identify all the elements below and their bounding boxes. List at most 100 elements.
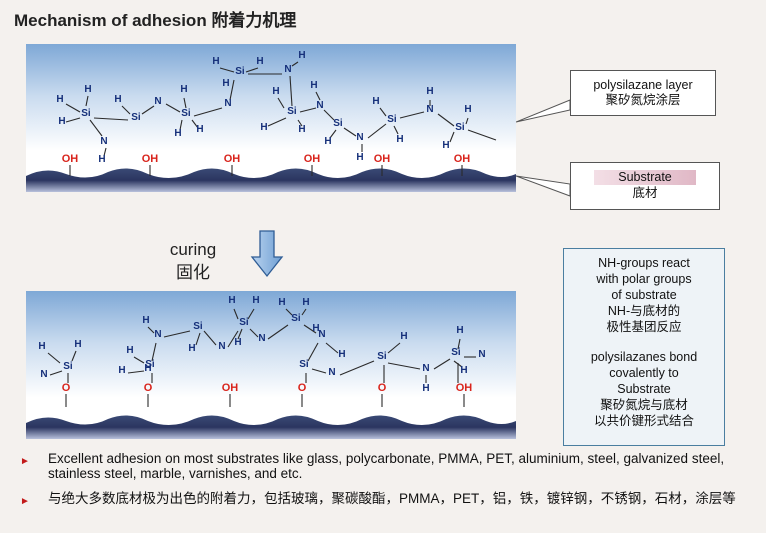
silicon-atom: Si bbox=[193, 321, 203, 332]
oxygen-atom: O bbox=[62, 382, 71, 394]
hydrogen-atom: H bbox=[222, 78, 229, 89]
nitrogen-atom: N bbox=[328, 367, 335, 378]
hydrogen-atom: H bbox=[396, 134, 403, 145]
bond-line bbox=[65, 117, 81, 123]
nitrogen-atom: N bbox=[422, 363, 429, 374]
substrate-label-cn: 底材 bbox=[632, 186, 658, 200]
hydrogen-atom: H bbox=[56, 94, 63, 105]
hydrogen-atom: H bbox=[84, 84, 91, 95]
bond-line bbox=[193, 107, 223, 117]
bond-line bbox=[93, 117, 129, 121]
nitrogen-atom: N bbox=[100, 136, 107, 147]
polysilazane-layer-callout: polysilazane layer 聚矽氮烷涂层 bbox=[570, 70, 716, 116]
bond-line bbox=[343, 127, 357, 137]
hydrogen-atom: H bbox=[142, 315, 149, 326]
bond-line bbox=[85, 95, 89, 107]
bond-line bbox=[323, 109, 335, 121]
bond-line bbox=[249, 328, 259, 338]
hydroxyl-group: OH bbox=[222, 382, 239, 394]
bond-line bbox=[311, 368, 327, 374]
bond-line bbox=[299, 107, 317, 113]
substrate-callout-tail bbox=[516, 175, 571, 197]
silicon-atom: Si bbox=[333, 118, 343, 129]
bond-line bbox=[449, 131, 455, 143]
hydrogen-atom: H bbox=[114, 94, 121, 105]
hydrogen-atom: H bbox=[464, 104, 471, 115]
hydroxyl-group: OH bbox=[454, 153, 471, 165]
bullet-text-en: Excellent adhesion on most substrates li… bbox=[48, 451, 725, 481]
bond-line bbox=[285, 308, 293, 316]
hydrogen-atom: H bbox=[422, 383, 429, 394]
bond-line bbox=[379, 107, 387, 117]
bond-line bbox=[163, 330, 191, 338]
info-line: 以共价键形式结合 bbox=[593, 414, 694, 428]
hydrogen-atom: H bbox=[58, 116, 65, 127]
bond-line bbox=[203, 330, 217, 346]
hydrogen-atom: H bbox=[260, 122, 267, 133]
silicon-atom: Si bbox=[455, 122, 465, 133]
bond-line bbox=[233, 308, 239, 320]
polysilazane-chain-before bbox=[65, 61, 497, 176]
layer-background-cured bbox=[26, 291, 516, 439]
info-line: covalently to bbox=[609, 366, 679, 380]
bond-line bbox=[367, 123, 387, 139]
silicon-atom: Si bbox=[235, 66, 245, 77]
bond-line bbox=[229, 79, 235, 101]
bond-line bbox=[191, 119, 199, 129]
hydrogen-atom: H bbox=[312, 323, 319, 334]
bond-line bbox=[437, 113, 455, 127]
layer-label-cn: 聚矽氮烷涂层 bbox=[605, 93, 681, 107]
bullet-triangle-icon: ► bbox=[20, 496, 30, 507]
oxygen-atom: O bbox=[378, 382, 387, 394]
bond-line bbox=[121, 105, 131, 115]
bond-line bbox=[339, 360, 375, 376]
silicon-atom: Si bbox=[387, 114, 397, 125]
substrate-callout: Substrate 底材 bbox=[570, 162, 720, 210]
bond-line bbox=[183, 97, 187, 109]
hydroxyl-group: OH bbox=[456, 382, 473, 394]
bond-line bbox=[47, 352, 61, 364]
substrate-surface-cured bbox=[26, 415, 516, 439]
hydrogen-atom: H bbox=[356, 152, 363, 163]
hydrogen-atom: H bbox=[98, 154, 105, 165]
bond-line bbox=[393, 125, 399, 135]
oxygen-atom: O bbox=[298, 382, 307, 394]
hydrogen-atom: H bbox=[196, 124, 203, 135]
hydrogen-atom: H bbox=[442, 140, 449, 151]
hydrogen-atom: H bbox=[372, 96, 379, 107]
bond-line bbox=[267, 117, 287, 127]
down-arrow-icon bbox=[250, 230, 284, 278]
nitrogen-atom: N bbox=[426, 104, 433, 115]
silicon-atom: Si bbox=[239, 317, 249, 328]
hydroxyl-group: OH bbox=[142, 153, 159, 165]
bond-line bbox=[467, 129, 497, 141]
curing-en: curing bbox=[169, 240, 217, 259]
hydrogen-atom: H bbox=[298, 124, 305, 135]
hydrogen-atom: H bbox=[298, 50, 305, 61]
silicon-atom: Si bbox=[145, 359, 155, 370]
hydrogen-atom: H bbox=[324, 136, 331, 147]
bond-line bbox=[71, 350, 77, 362]
hydrogen-atom: H bbox=[180, 84, 187, 95]
bond-line bbox=[89, 119, 103, 137]
bond-line bbox=[267, 324, 289, 340]
nitrogen-atom: N bbox=[318, 329, 325, 340]
bond-line bbox=[65, 103, 81, 113]
hydroxyl-group: OH bbox=[374, 153, 391, 165]
hydrogen-atom: H bbox=[126, 345, 133, 356]
bond-line bbox=[433, 358, 451, 370]
bond-line bbox=[219, 67, 235, 73]
nitrogen-atom: N bbox=[40, 369, 47, 380]
bond-line bbox=[49, 370, 63, 376]
bond-line bbox=[307, 342, 319, 362]
bond-line bbox=[127, 370, 145, 374]
curing-label: curing 固化 bbox=[158, 238, 228, 284]
nitrogen-atom: N bbox=[356, 132, 363, 143]
silicon-atom: Si bbox=[451, 347, 461, 358]
bond-line bbox=[147, 326, 155, 334]
bond-line bbox=[247, 308, 255, 320]
silicon-atom: Si bbox=[291, 313, 301, 324]
info-line: polysilazanes bond bbox=[590, 350, 698, 364]
